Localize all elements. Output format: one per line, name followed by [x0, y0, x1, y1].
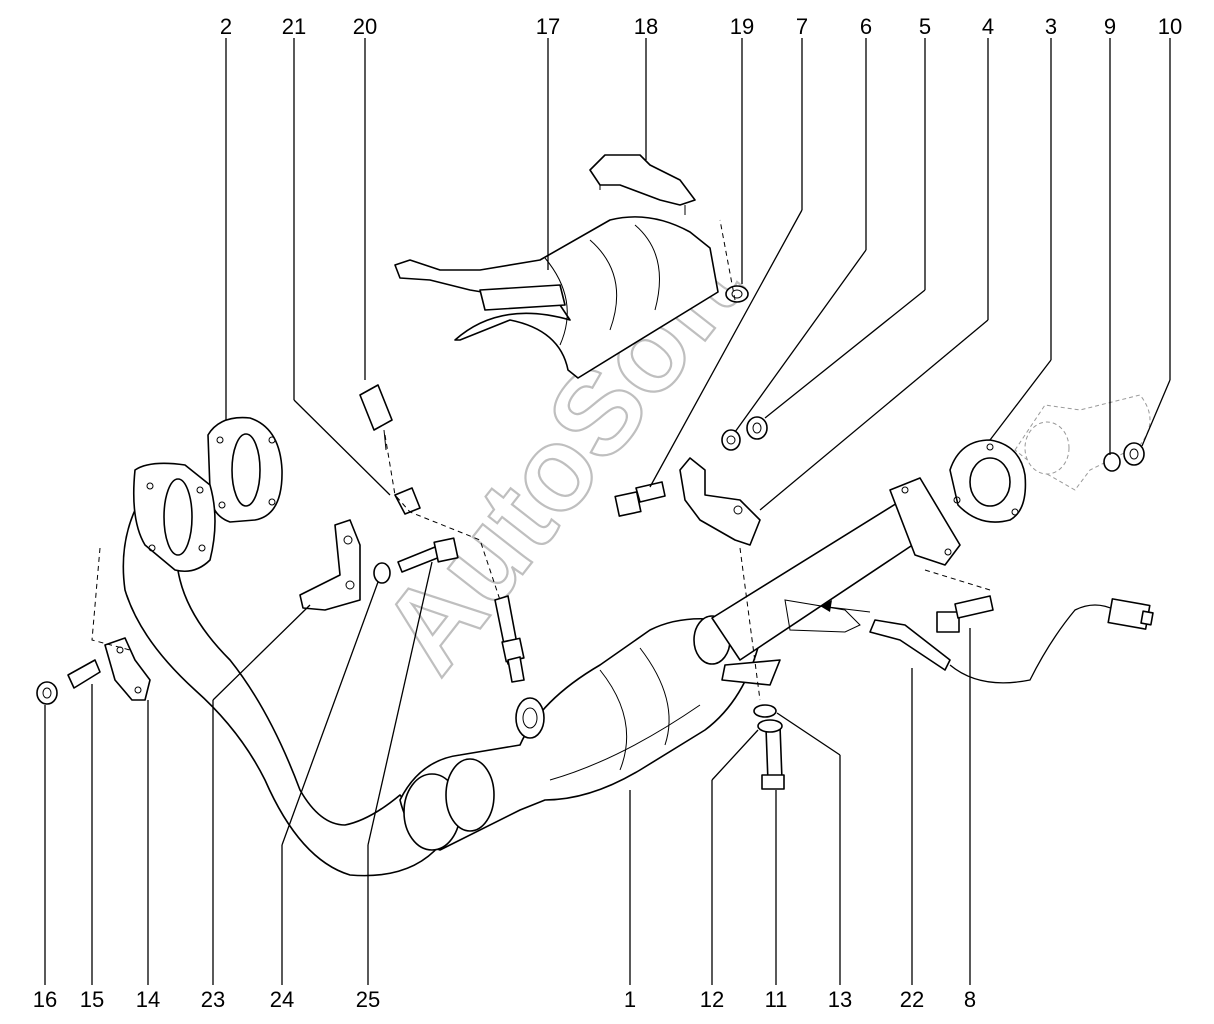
part-25-bolt	[397, 537, 459, 573]
part-24-washer	[373, 562, 391, 584]
leader-lines	[44, 38, 1171, 985]
part-13-washer	[753, 704, 777, 718]
callout-23: 23	[201, 987, 225, 1012]
part-front-exhaust-pipe	[122, 462, 441, 877]
part-front-oxygen-sensor	[494, 595, 525, 683]
callout-12: 12	[700, 987, 724, 1012]
part-16-nut	[36, 681, 58, 705]
part-10-nut	[1123, 442, 1145, 466]
part-12-washer	[757, 719, 783, 733]
part-21-clip	[394, 487, 421, 515]
callout-7: 7	[796, 14, 808, 39]
part-intermediate-pipe	[711, 477, 961, 686]
part-18-heat-shield-bracket	[589, 154, 696, 215]
callout-16: 16	[33, 987, 57, 1012]
part-17-heat-shield	[394, 216, 719, 379]
part-20-sensor-connector	[359, 384, 393, 451]
part-1-catalytic-converter	[399, 615, 761, 851]
part-15-stud	[67, 659, 101, 689]
callout-17: 17	[536, 14, 560, 39]
callout-11: 11	[765, 987, 788, 1012]
callout-20: 20	[353, 14, 377, 39]
callout-numbers: 2 21 20 17 18 19 7 6 5 4 3 9 10 16 15 14…	[33, 14, 1182, 1012]
callout-6: 6	[860, 14, 872, 39]
rear-muffler-ghost-outline	[1014, 394, 1151, 491]
callout-8: 8	[964, 987, 976, 1012]
part-11-bolt	[761, 725, 785, 790]
callout-22: 22	[900, 987, 924, 1012]
callout-9: 9	[1104, 14, 1116, 39]
part-2-exhaust-manifold-gasket	[207, 416, 283, 523]
part-8-bolt	[936, 595, 994, 633]
callout-4: 4	[982, 14, 994, 39]
callout-13: 13	[828, 987, 852, 1012]
callout-1: 1	[624, 987, 636, 1012]
callout-25: 25	[356, 987, 380, 1012]
assembly-guide-lines	[91, 219, 991, 701]
part-5-nut	[746, 416, 768, 440]
callout-2: 2	[220, 14, 232, 39]
part-7-bolt	[614, 481, 666, 517]
callout-15: 15	[80, 987, 104, 1012]
part-14-plate	[104, 637, 151, 701]
part-9-washer	[1103, 452, 1121, 472]
part-22-rear-oxygen-sensor	[869, 598, 1154, 684]
callout-14: 14	[136, 987, 160, 1012]
callout-24: 24	[270, 987, 294, 1012]
part-6-washer	[721, 429, 741, 451]
callout-10: 10	[1158, 14, 1182, 39]
callout-21: 21	[282, 14, 306, 39]
part-4-mounting-bracket	[679, 457, 761, 546]
part-19-nut	[725, 285, 749, 303]
callout-18: 18	[634, 14, 658, 39]
callout-3: 3	[1045, 14, 1057, 39]
callout-19: 19	[730, 14, 754, 39]
callout-5: 5	[919, 14, 931, 39]
part-23-bracket	[299, 519, 361, 611]
part-3-rear-flange-gasket	[949, 439, 1027, 523]
